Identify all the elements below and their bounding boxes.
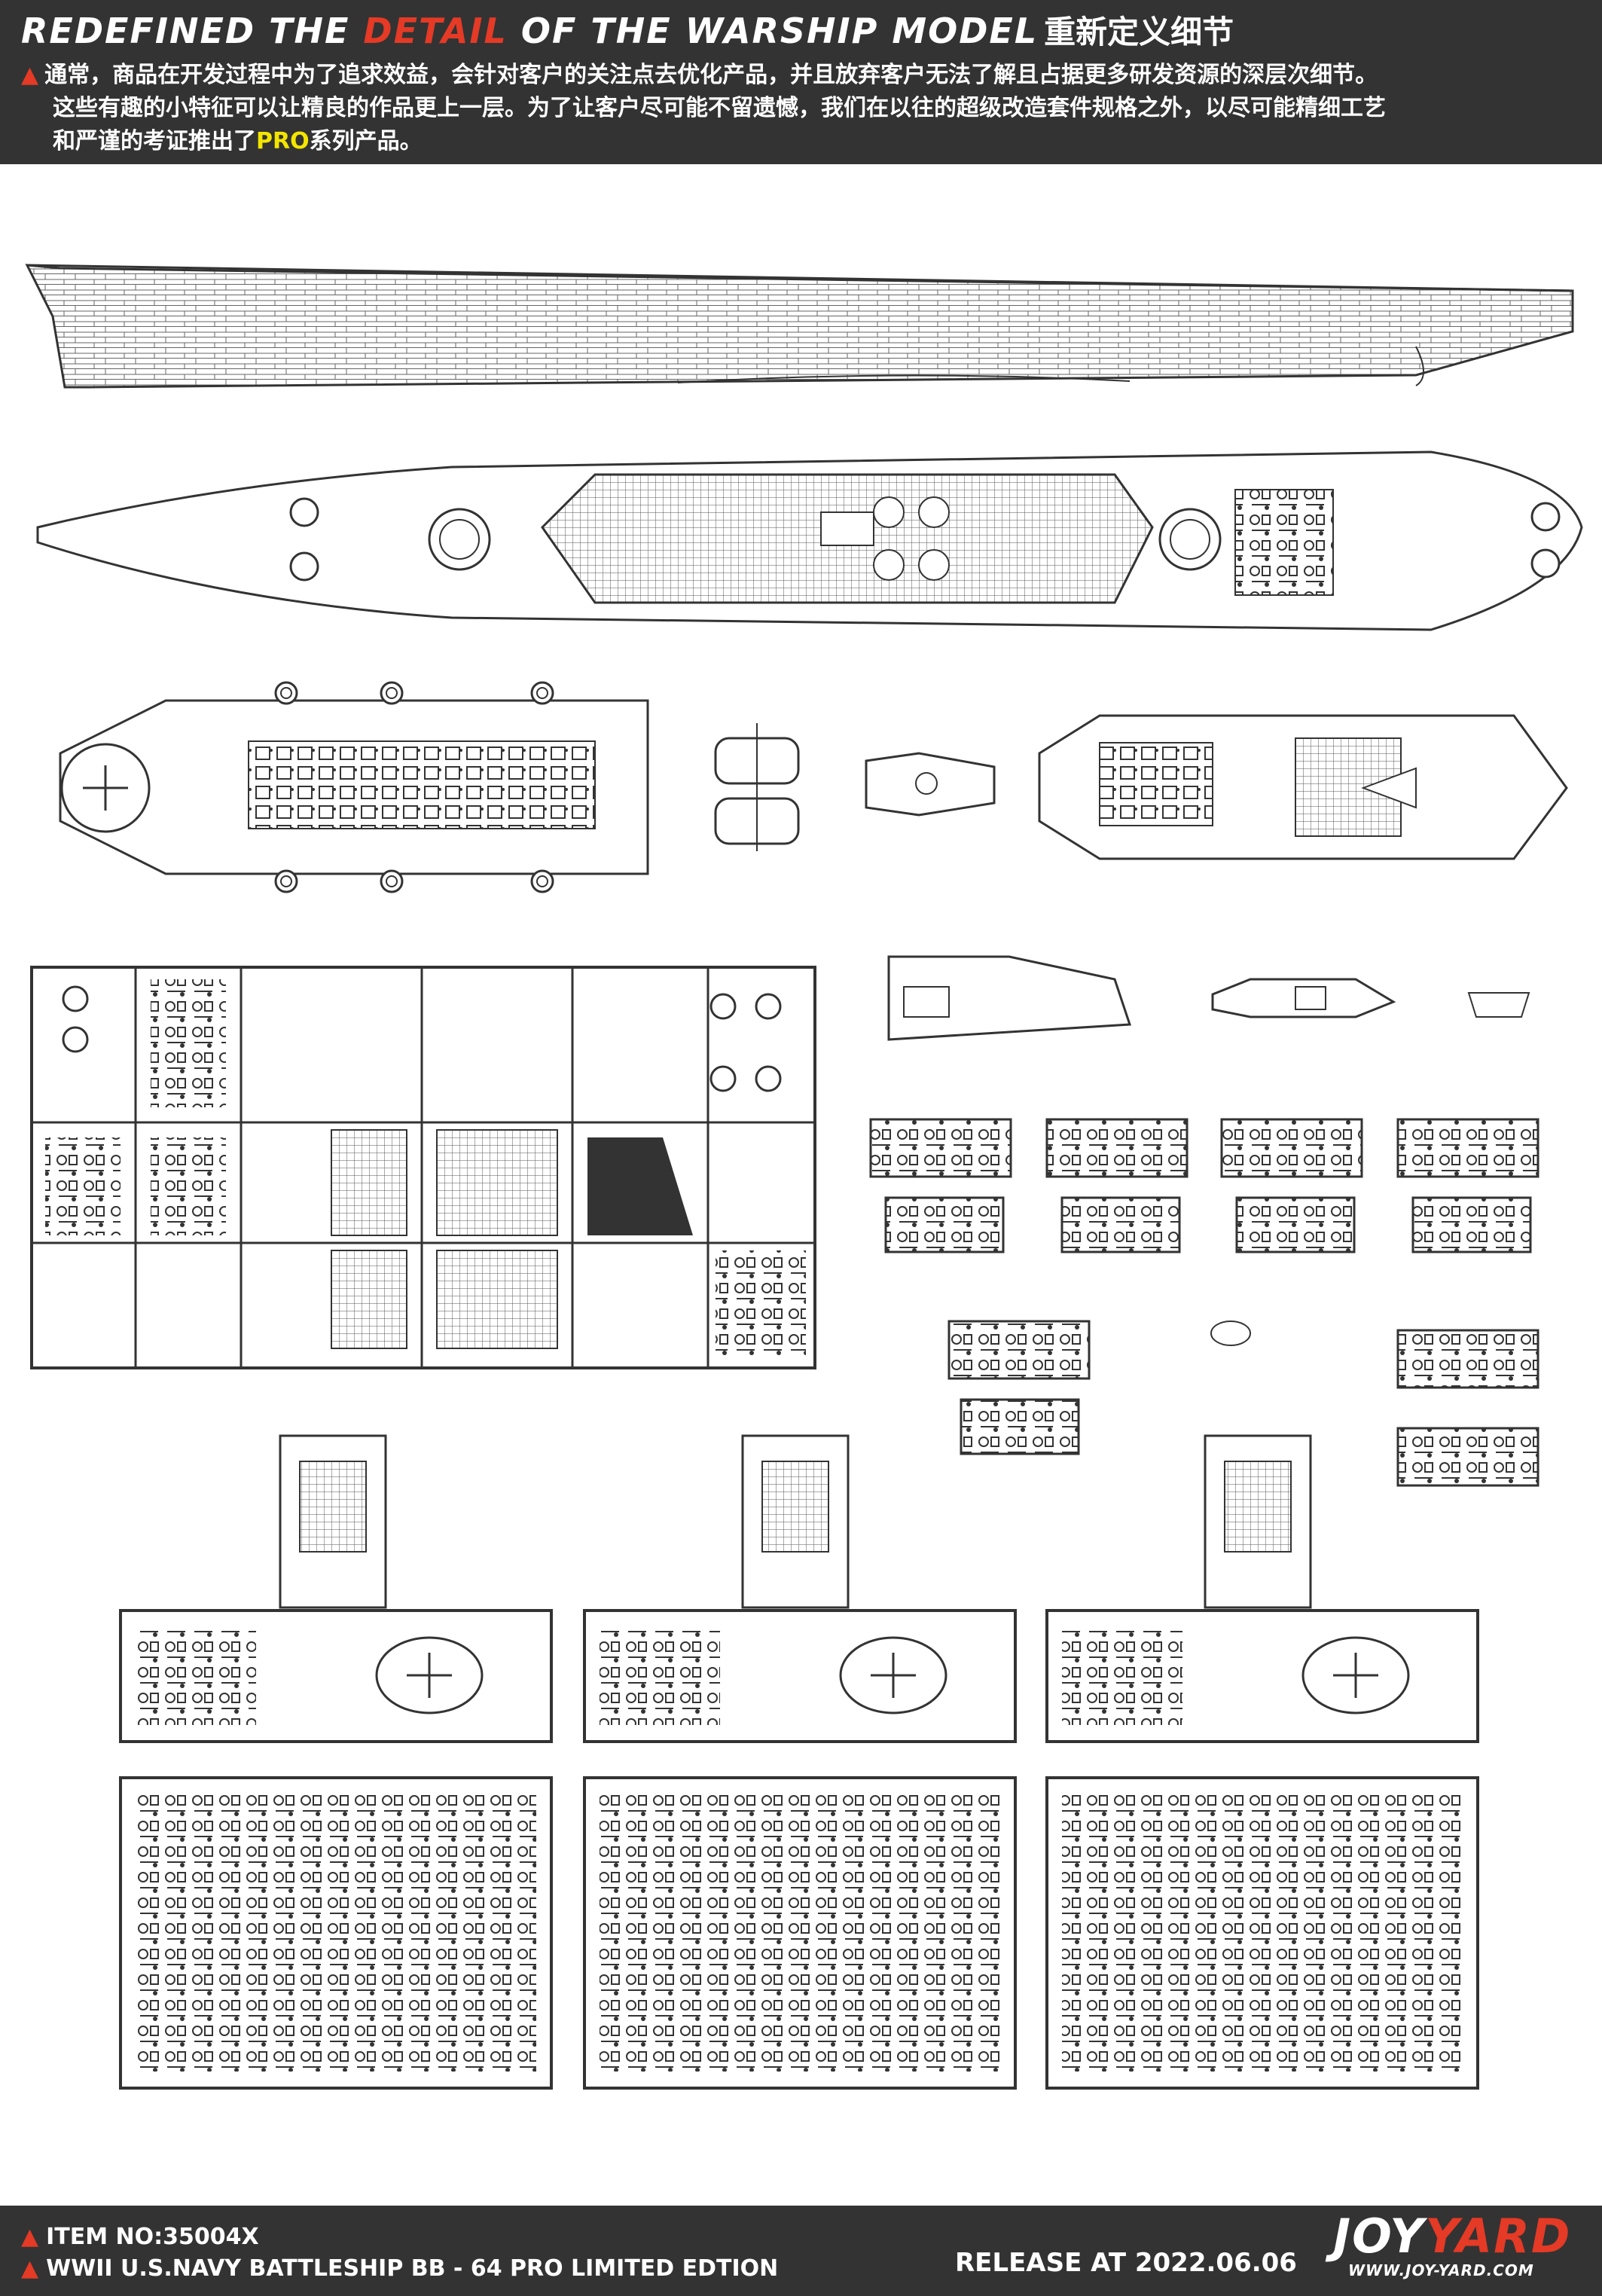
footer-band: ▲ ITEM NO:35004X ▲ WWII U.S.NAVY BATTLESHI… (0, 2206, 1602, 2296)
turret-sprue-2 (583, 1434, 1017, 2090)
title-chinese: 重新定义细节 (1044, 14, 1234, 50)
item-number-text: ITEM NO:35004X (46, 2224, 259, 2250)
red-triangle-icon: ▲ (21, 62, 39, 88)
logo-joy: JOY (1333, 2209, 1426, 2264)
turret-sprue-1 (119, 1434, 553, 2090)
pro-highlight: PRO (256, 128, 310, 154)
hull-side-profile (25, 264, 1574, 389)
intro-line-1: 通常，商品在开发过程中为了追求效益，会针对客户的关注点去优化产品，并且放弃客户无… (44, 62, 1378, 88)
logo-url: WWW.JOY-YARD.COM (1348, 2261, 1534, 2279)
product-name-text: WWII U.S.NAVY BATTLESHIP BB - 64 PRO LIM… (46, 2255, 779, 2282)
small-sprue-group-1 (869, 1118, 1539, 1253)
intro-line-3-end: 系列产品。 (309, 128, 423, 154)
parts-diagram (25, 264, 1583, 2090)
superstructure-parts (887, 955, 1530, 1041)
joyyard-logo: JOYYARD WWW.JOY-YARD.COM (1333, 2209, 1570, 2287)
main-deck-top-view (36, 450, 1583, 631)
small-sprue-group-2 (947, 1320, 1539, 1487)
red-triangle-icon: ▲ (21, 2224, 39, 2250)
release-date: RELEASE AT 2022.06.06 (955, 2248, 1297, 2278)
deck-part-fore (1038, 714, 1568, 860)
sprue-frame-a (30, 966, 816, 1369)
turret-sprue-3 (1045, 1434, 1479, 2090)
header-band: REDEFINED THE DETAIL OF THE WARSHIP MODE… (0, 0, 1602, 164)
logo-yard: YARD (1425, 2209, 1572, 2264)
intro-line-3: 和严谨的考证推出了 (53, 128, 256, 154)
intro-paragraph: ▲通常，商品在开发过程中为了追求效益，会针对客户的关注点去优化产品，并且放弃客户… (21, 59, 1581, 158)
page-title: REDEFINED THE DETAIL OF THE WARSHIP MODE… (21, 9, 1581, 54)
red-triangle-icon: ▲ (21, 2255, 39, 2282)
title-part-1: REDEFINED THE (21, 11, 364, 51)
turret-base-parts (714, 723, 996, 851)
item-number: ▲ ITEM NO:35004X (21, 2224, 259, 2250)
product-name: ▲ WWII U.S.NAVY BATTLESHIP BB - 64 PRO LI… (21, 2255, 778, 2282)
deck-part-aft (59, 681, 649, 893)
title-accent: DETAIL (363, 11, 508, 51)
title-part-2: OF THE WARSHIP MODEL (507, 11, 1039, 51)
intro-line-2: 这些有趣的小特征可以让精良的作品更上一层。为了让客户尽可能不留遗憾，我们在以往的… (53, 95, 1386, 121)
